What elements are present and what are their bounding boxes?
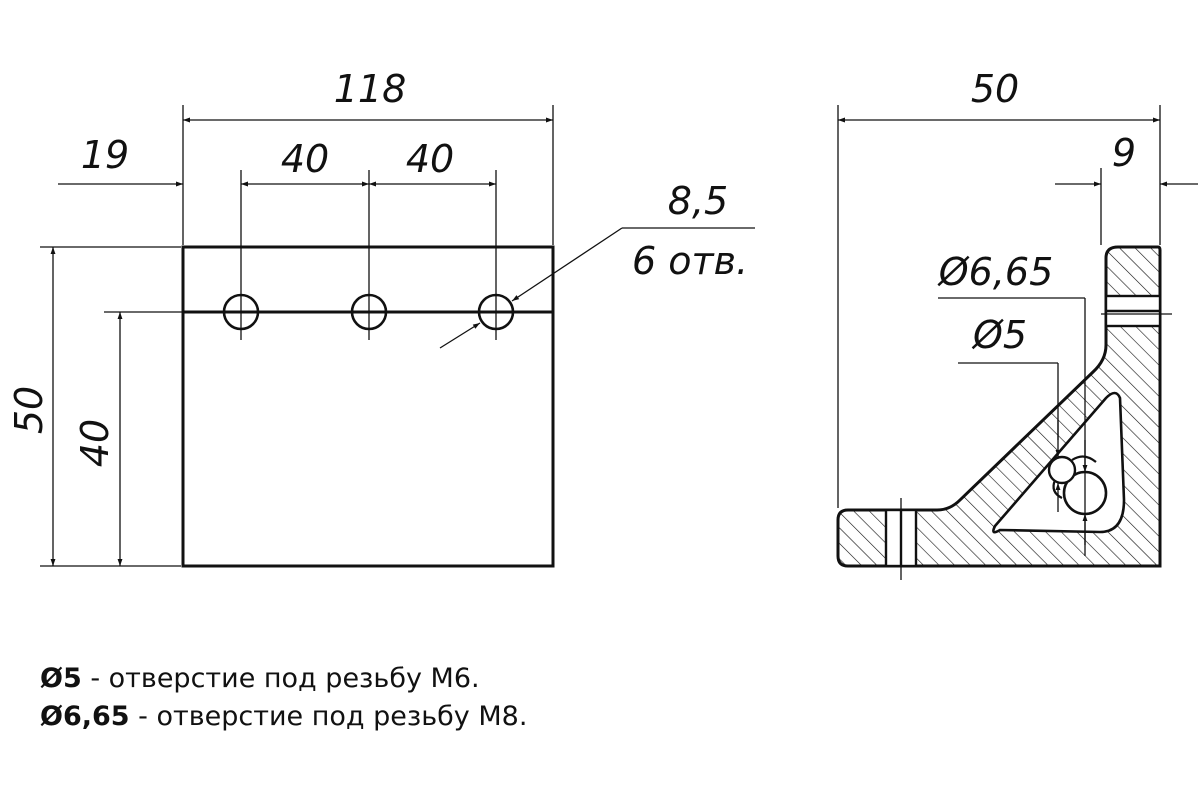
dim-hole-dia: 8,5: [668, 179, 728, 223]
dim-hole-count: 6 отв.: [632, 239, 748, 283]
note-m6: Ø5 - отверстие под резьбу М6.: [40, 660, 527, 698]
side-view: 50 9 Ø6,65 Ø5: [836, 67, 1198, 580]
leader-hole-tail: [439, 322, 481, 349]
side-dimension-lines: [838, 117, 1198, 545]
dim-dia-5: Ø5: [971, 313, 1027, 357]
dim-dia-6-65: Ø6,65: [937, 250, 1054, 294]
front-view: 118 19 40 40 8,5 6 отв. 50 40: [7, 67, 755, 568]
dim-118: 118: [334, 67, 407, 111]
dim-50-vertical: 50: [7, 386, 51, 434]
dim-40-vertical: 40: [73, 419, 117, 467]
note-m8-text: - отверстие под резьбу М8.: [129, 701, 528, 732]
side-extension-lines: [837, 105, 1172, 580]
dim-19: 19: [81, 133, 129, 177]
note-m6-text: - отверстие под резьбу М6.: [81, 663, 480, 694]
front-extension-lines: [40, 105, 554, 567]
dim-9: 9: [1112, 131, 1136, 175]
dim-50-side: 50: [971, 67, 1019, 111]
note-m8-symbol: Ø6,65: [40, 701, 130, 732]
bracket-face-outline: [181, 245, 555, 568]
thread-notes: Ø5 - отверстие под резьбу М6. Ø6,65 - от…: [40, 660, 527, 736]
dim-40-b: 40: [406, 137, 454, 181]
leader-hole-pointer: [511, 227, 623, 302]
dim-40-a: 40: [281, 137, 329, 181]
front-dimension-lines: [50, 117, 755, 566]
note-m6-symbol: Ø5: [40, 663, 82, 694]
note-m8: Ø6,65 - отверстие под резьбу М8.: [40, 698, 527, 736]
